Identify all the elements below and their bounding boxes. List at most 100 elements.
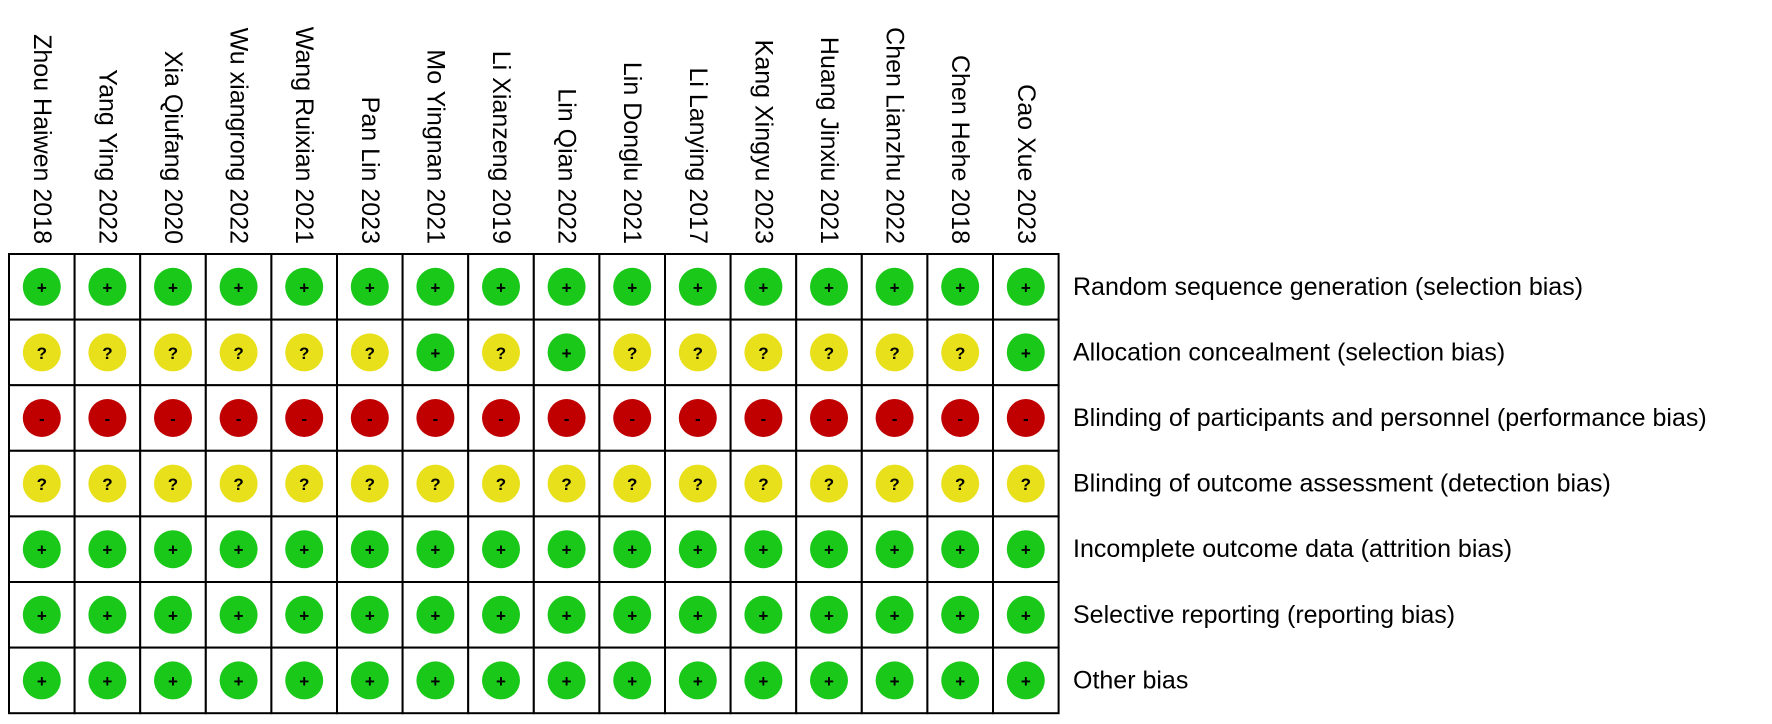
low-risk-marker bbox=[219, 595, 258, 634]
low-risk-marker bbox=[875, 267, 914, 306]
domain-label-selective-reporting-reporting-bias: Selective reporting (reporting bias) bbox=[1073, 601, 1455, 629]
low-risk-symbol: + bbox=[1021, 672, 1031, 691]
unclear-risk-symbol: ? bbox=[758, 475, 768, 494]
study-label-kang-xingyu-2023: Kang Xingyu 2023 bbox=[749, 40, 777, 244]
unclear-risk-marker bbox=[22, 464, 61, 503]
unclear-risk-symbol: ? bbox=[496, 475, 506, 494]
study-label-li-lanying-2017: Li Lanying 2017 bbox=[684, 67, 712, 244]
unclear-risk-marker bbox=[285, 333, 324, 372]
low-risk-marker bbox=[547, 661, 586, 700]
study-label-wang-ruixian-2021: Wang Ruixian 2021 bbox=[290, 27, 318, 244]
unclear-risk-symbol: ? bbox=[168, 344, 178, 363]
low-risk-marker bbox=[154, 595, 192, 634]
low-risk-symbol: + bbox=[693, 606, 703, 625]
low-risk-symbol: + bbox=[890, 672, 900, 691]
low-risk-symbol: + bbox=[693, 672, 703, 691]
unclear-risk-marker bbox=[613, 333, 652, 372]
high-risk-symbol: - bbox=[761, 410, 767, 429]
study-label-pan-lin-2023: Pan Lin 2023 bbox=[356, 97, 384, 244]
unclear-risk-marker bbox=[744, 333, 783, 372]
low-risk-marker bbox=[547, 267, 586, 306]
unclear-risk-symbol: ? bbox=[955, 344, 965, 363]
low-risk-symbol: + bbox=[102, 541, 112, 560]
low-risk-symbol: + bbox=[562, 344, 572, 363]
low-risk-symbol: + bbox=[955, 672, 965, 691]
low-risk-symbol: + bbox=[890, 606, 900, 625]
unclear-risk-symbol: ? bbox=[889, 344, 899, 363]
low-risk-symbol: + bbox=[627, 672, 637, 691]
unclear-risk-symbol: ? bbox=[365, 475, 375, 494]
high-risk-marker bbox=[88, 399, 127, 437]
low-risk-marker bbox=[678, 595, 717, 634]
unclear-risk-symbol: ? bbox=[365, 344, 375, 363]
unclear-risk-marker bbox=[875, 464, 914, 503]
domain-label-random-sequence-generation-selection-bias: Random sequence generation (selection bi… bbox=[1073, 273, 1583, 301]
high-risk-marker bbox=[678, 399, 717, 437]
low-risk-marker bbox=[744, 267, 783, 306]
low-risk-marker bbox=[678, 661, 717, 700]
low-risk-marker bbox=[22, 595, 61, 634]
study-label-wu-xiangrong-2022: Wu xiangrong 2022 bbox=[225, 28, 253, 244]
low-risk-marker bbox=[416, 333, 455, 372]
low-risk-symbol: + bbox=[693, 278, 703, 297]
unclear-risk-symbol: ? bbox=[233, 475, 243, 494]
high-risk-symbol: - bbox=[367, 410, 373, 429]
grid-cell bbox=[729, 318, 798, 387]
low-risk-symbol: + bbox=[824, 672, 834, 691]
low-risk-symbol: + bbox=[430, 278, 440, 297]
unclear-risk-symbol: ? bbox=[758, 344, 768, 363]
low-risk-marker bbox=[154, 661, 192, 700]
low-risk-symbol: + bbox=[496, 606, 506, 625]
low-risk-marker bbox=[88, 595, 127, 634]
unclear-risk-marker bbox=[482, 464, 520, 503]
low-risk-marker bbox=[1006, 267, 1045, 306]
low-risk-marker bbox=[482, 595, 520, 634]
low-risk-symbol: + bbox=[168, 541, 178, 560]
unclear-risk-symbol: ? bbox=[693, 344, 703, 363]
low-risk-marker bbox=[547, 333, 586, 372]
unclear-risk-marker bbox=[350, 333, 389, 372]
unclear-risk-symbol: ? bbox=[299, 475, 309, 494]
unclear-risk-symbol: ? bbox=[496, 344, 506, 363]
low-risk-symbol: + bbox=[37, 278, 47, 297]
low-risk-symbol: + bbox=[430, 344, 440, 363]
low-risk-symbol: + bbox=[1021, 278, 1031, 297]
low-risk-marker bbox=[154, 267, 192, 306]
unclear-risk-marker bbox=[613, 464, 652, 503]
high-risk-symbol: - bbox=[564, 410, 570, 429]
low-risk-symbol: + bbox=[365, 606, 375, 625]
low-risk-marker bbox=[154, 530, 192, 569]
unclear-risk-symbol: ? bbox=[430, 475, 440, 494]
low-risk-marker bbox=[941, 661, 980, 700]
low-risk-marker bbox=[810, 661, 848, 700]
unclear-risk-symbol: ? bbox=[889, 475, 899, 494]
low-risk-symbol: + bbox=[299, 541, 309, 560]
study-label-lin-donglu-2021: Lin Donglu 2021 bbox=[618, 62, 646, 244]
low-risk-marker bbox=[875, 530, 914, 569]
low-risk-symbol: + bbox=[824, 606, 834, 625]
study-label-zhou-haiwen-2018: Zhou Haiwen 2018 bbox=[28, 34, 56, 244]
low-risk-marker bbox=[875, 661, 914, 700]
low-risk-marker bbox=[22, 267, 61, 306]
low-risk-marker bbox=[416, 267, 455, 306]
low-risk-symbol: + bbox=[234, 541, 244, 560]
domain-label-allocation-concealment-selection-bias: Allocation concealment (selection bias) bbox=[1073, 338, 1505, 366]
unclear-risk-marker bbox=[154, 333, 192, 372]
low-risk-symbol: + bbox=[955, 606, 965, 625]
domain-label-blinding-of-participants-and-personnel-performance-bias: Blinding of participants and personnel (… bbox=[1073, 404, 1707, 432]
low-risk-marker bbox=[1006, 661, 1045, 700]
low-risk-marker bbox=[416, 661, 455, 700]
low-risk-marker bbox=[285, 661, 324, 700]
low-risk-symbol: + bbox=[890, 278, 900, 297]
grid-cell bbox=[8, 581, 76, 649]
unclear-risk-symbol: ? bbox=[233, 344, 243, 363]
high-risk-marker bbox=[941, 399, 980, 437]
high-risk-marker bbox=[416, 399, 455, 437]
unclear-risk-marker bbox=[678, 464, 717, 503]
low-risk-marker bbox=[219, 530, 258, 569]
unclear-risk-marker bbox=[744, 464, 783, 503]
unclear-risk-symbol: ? bbox=[627, 475, 637, 494]
low-risk-marker bbox=[219, 661, 258, 700]
